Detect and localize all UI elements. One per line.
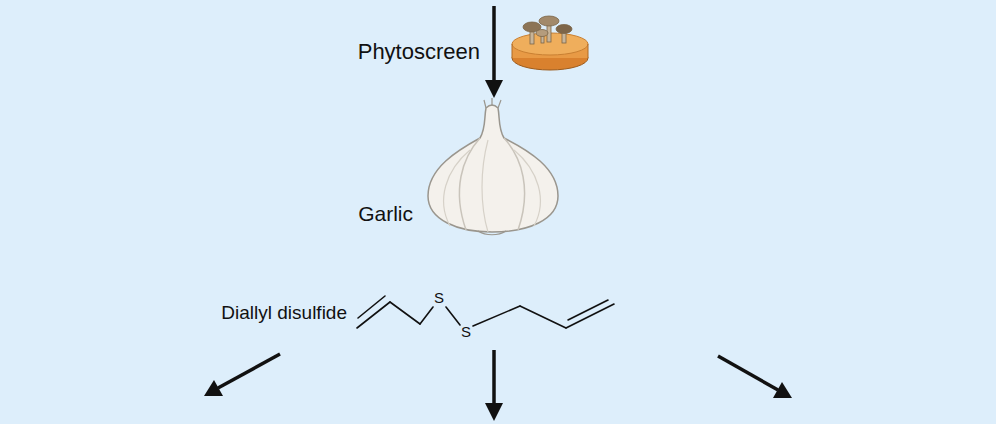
flow-arrow [485,6,503,98]
plant-label: Garlic [358,202,413,225]
compound-label: Diallyl disulfide [221,303,347,324]
atom-label: S [434,290,444,307]
mushroom [523,16,572,44]
molecule-structure [357,296,614,328]
flow-arrow [204,354,280,396]
petri-dish [512,16,588,70]
garlic-bulb [428,98,558,235]
atom-label: S [461,324,471,341]
flow-arrow [485,350,503,421]
step-label: Phytoscreen [358,40,480,64]
flow-arrow [718,356,792,398]
